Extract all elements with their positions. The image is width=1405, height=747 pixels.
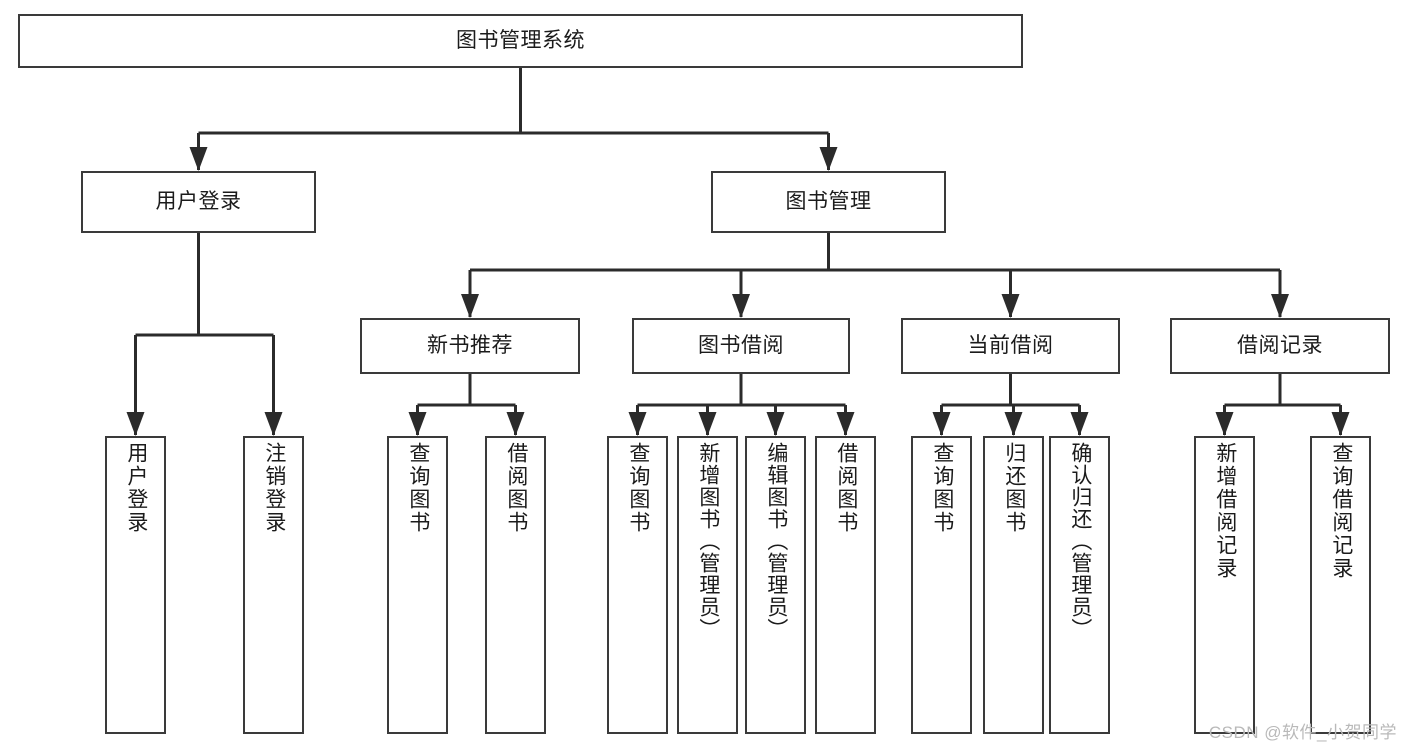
arrowhead-leaf-add-record bbox=[1215, 412, 1234, 436]
node-label-root: 图书管理系统 bbox=[456, 28, 585, 52]
node-leaf-logout[interactable]: 注销登录 bbox=[243, 436, 304, 734]
node-leaf-edit-book[interactable]: 编辑图书（管理员） bbox=[745, 436, 806, 734]
arrowhead-leaf-edit-book bbox=[766, 412, 785, 436]
node-label-leaf-return-book: 归还图书 bbox=[1002, 442, 1026, 534]
node-new-book-rec[interactable]: 新书推荐 bbox=[360, 318, 580, 374]
arrowhead-book-borrow bbox=[732, 294, 750, 318]
arrowhead-leaf-user-login bbox=[126, 412, 145, 436]
node-leaf-user-login[interactable]: 用户登录 bbox=[105, 436, 166, 734]
node-root[interactable]: 图书管理系统 bbox=[18, 14, 1023, 68]
node-leaf-borrow-book-1[interactable]: 借阅图书 bbox=[485, 436, 546, 734]
node-leaf-query-book-3[interactable]: 查询图书 bbox=[911, 436, 972, 734]
node-leaf-return-book[interactable]: 归还图书 bbox=[983, 436, 1044, 734]
node-book-borrow[interactable]: 图书借阅 bbox=[632, 318, 850, 374]
node-leaf-confirm-return[interactable]: 确认归还（管理员） bbox=[1049, 436, 1110, 734]
arrowhead-new-book-rec bbox=[461, 294, 479, 318]
node-current-borrow[interactable]: 当前借阅 bbox=[901, 318, 1120, 374]
arrowhead-leaf-borrow-book-2 bbox=[836, 412, 855, 436]
node-label-leaf-query-book-1: 查询图书 bbox=[406, 442, 430, 534]
node-label-leaf-confirm-return: 确认归还（管理员） bbox=[1068, 442, 1092, 640]
node-label-leaf-add-book: 新增图书（管理员） bbox=[696, 442, 720, 640]
arrowhead-leaf-return-book bbox=[1004, 412, 1023, 436]
arrowhead-borrow-record bbox=[1271, 294, 1289, 318]
arrowhead-leaf-query-book-2 bbox=[628, 412, 647, 436]
node-label-leaf-query-book-2: 查询图书 bbox=[626, 442, 650, 534]
node-leaf-borrow-book-2[interactable]: 借阅图书 bbox=[815, 436, 876, 734]
node-label-leaf-logout: 注销登录 bbox=[262, 442, 286, 534]
arrowhead-current-borrow bbox=[1001, 294, 1020, 318]
node-label-leaf-query-record: 查询借阅记录 bbox=[1329, 442, 1353, 580]
node-label-leaf-user-login: 用户登录 bbox=[124, 442, 148, 534]
node-leaf-add-record[interactable]: 新增借阅记录 bbox=[1194, 436, 1255, 734]
node-book-manage[interactable]: 图书管理 bbox=[711, 171, 946, 233]
node-label-leaf-add-record: 新增借阅记录 bbox=[1213, 442, 1237, 580]
arrowhead-book-manage bbox=[819, 147, 838, 171]
node-label-leaf-query-book-3: 查询图书 bbox=[930, 442, 954, 534]
node-label-leaf-borrow-book-1: 借阅图书 bbox=[504, 442, 528, 534]
node-label-book-borrow: 图书借阅 bbox=[698, 333, 784, 357]
node-leaf-query-book-2[interactable]: 查询图书 bbox=[607, 436, 668, 734]
node-label-leaf-edit-book: 编辑图书（管理员） bbox=[764, 442, 788, 640]
node-borrow-record[interactable]: 借阅记录 bbox=[1170, 318, 1390, 374]
arrowhead-leaf-query-book-1 bbox=[408, 412, 427, 436]
arrowhead-user-login bbox=[189, 147, 208, 171]
node-label-user-login: 用户登录 bbox=[155, 189, 242, 213]
node-leaf-add-book[interactable]: 新增图书（管理员） bbox=[677, 436, 738, 734]
arrowhead-leaf-logout bbox=[264, 412, 283, 436]
arrowhead-leaf-borrow-book-1 bbox=[506, 412, 525, 436]
arrowhead-leaf-query-record bbox=[1331, 412, 1350, 436]
arrowhead-leaf-confirm-return bbox=[1070, 412, 1089, 436]
arrowhead-leaf-query-book-3 bbox=[932, 412, 951, 436]
node-user-login[interactable]: 用户登录 bbox=[81, 171, 316, 233]
node-label-new-book-rec: 新书推荐 bbox=[427, 333, 513, 357]
node-label-book-manage: 图书管理 bbox=[785, 189, 872, 213]
node-leaf-query-record[interactable]: 查询借阅记录 bbox=[1310, 436, 1371, 734]
node-label-borrow-record: 借阅记录 bbox=[1237, 333, 1323, 357]
arrowhead-leaf-add-book bbox=[698, 412, 717, 436]
node-label-current-borrow: 当前借阅 bbox=[967, 333, 1054, 357]
node-label-leaf-borrow-book-2: 借阅图书 bbox=[834, 442, 858, 534]
node-leaf-query-book-1[interactable]: 查询图书 bbox=[387, 436, 448, 734]
